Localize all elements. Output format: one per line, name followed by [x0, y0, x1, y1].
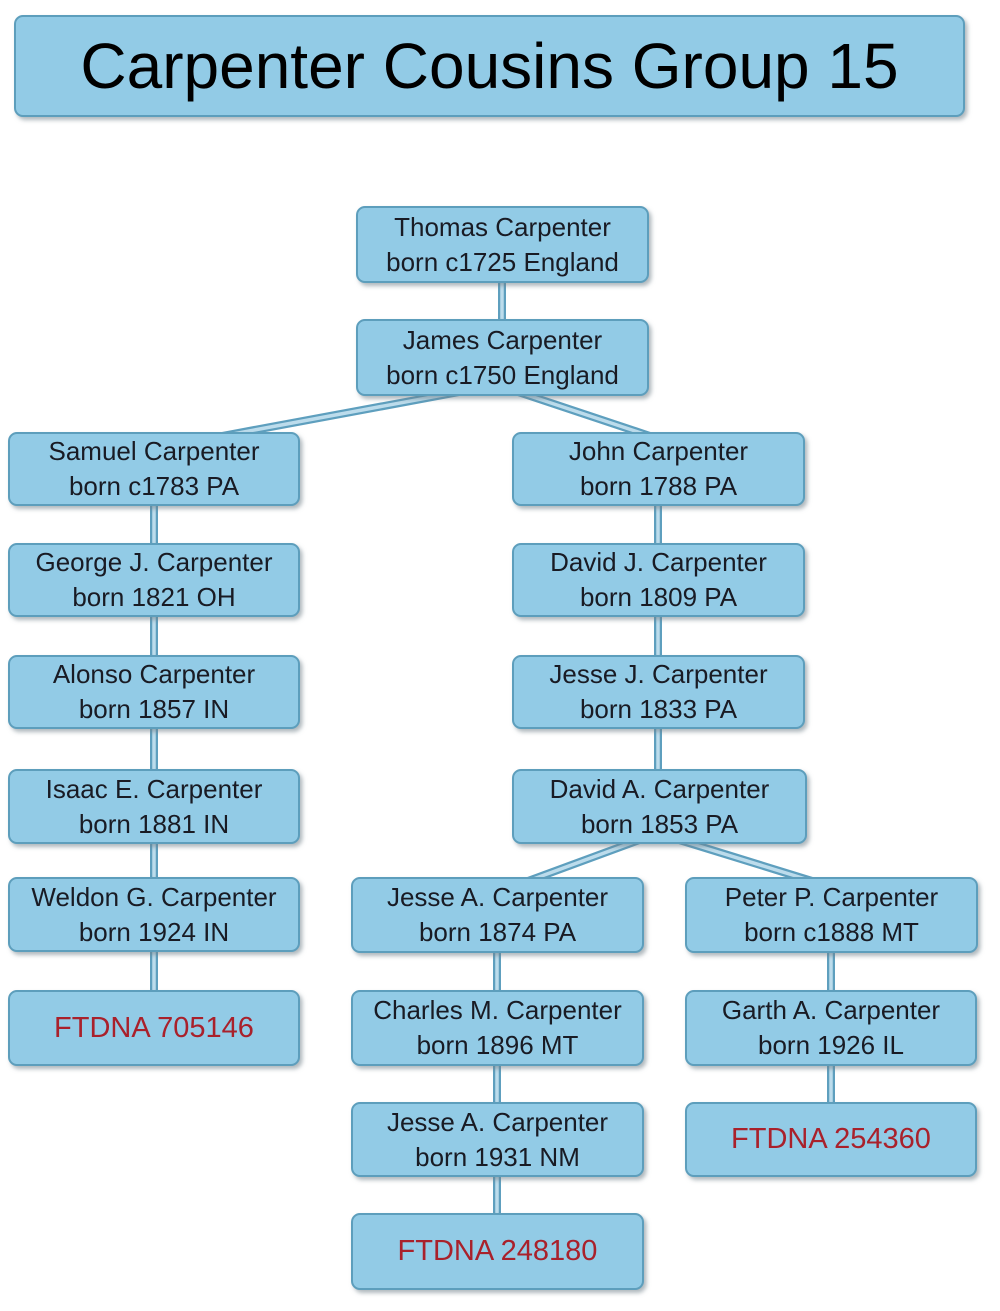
person-birth: born 1926 IL	[757, 1030, 904, 1060]
person-name: Samuel Carpenter	[48, 436, 260, 466]
person-birth: born 1809 PA	[579, 582, 738, 612]
person-name: Jesse A. Carpenter	[386, 882, 609, 912]
node-john-carpenter: John Carpenter born 1788 PA	[512, 432, 805, 506]
person-name: David J. Carpenter	[550, 547, 767, 577]
person-name: Peter P. Carpenter	[724, 882, 939, 912]
node-david-a-carpenter: David A. Carpenter born 1853 PA	[512, 769, 807, 844]
person-birth: born 1874 PA	[418, 917, 577, 947]
node-ftdna-248180: FTDNA 248180	[351, 1213, 644, 1290]
ftdna-kit-number: FTDNA 248180	[397, 1235, 598, 1267]
node-charles-m-carpenter: Charles M. Carpenter born 1896 MT	[351, 990, 644, 1066]
person-birth: born 1896 MT	[416, 1030, 579, 1060]
node-samuel-carpenter: Samuel Carpenter born c1783 PA	[8, 432, 300, 506]
person-name: David A. Carpenter	[549, 773, 770, 804]
node-thomas-carpenter: Thomas Carpenter born c1725 England	[356, 206, 649, 283]
person-name: Isaac E. Carpenter	[45, 773, 263, 804]
node-james-carpenter: James Carpenter born c1750 England	[356, 319, 649, 396]
person-name: Thomas Carpenter	[394, 211, 611, 242]
diagram-title: Carpenter Cousins Group 15	[14, 15, 965, 117]
connector-davida-peterp	[674, 835, 814, 885]
person-name: John Carpenter	[568, 436, 749, 466]
person-birth: born 1821 OH	[72, 582, 236, 612]
person-birth: born 1924 IN	[78, 916, 230, 947]
connector-davida-jessea1874	[526, 835, 644, 885]
person-birth: born 1833 PA	[579, 694, 738, 724]
connector-james-john	[510, 386, 652, 440]
node-david-j-carpenter: David J. Carpenter born 1809 PA	[512, 543, 805, 617]
diagram-title-text: Carpenter Cousins Group 15	[80, 30, 899, 102]
connector-james-samuel	[221, 386, 471, 440]
person-birth: born c1750 England	[386, 359, 619, 390]
person-birth: born 1853 PA	[580, 808, 739, 839]
node-ftdna-705146: FTDNA 705146	[8, 990, 300, 1066]
person-name: James Carpenter	[402, 324, 603, 355]
ftdna-kit-number: FTDNA 705146	[54, 1011, 254, 1044]
node-isaac-e-carpenter: Isaac E. Carpenter born 1881 IN	[8, 769, 300, 844]
node-ftdna-254360: FTDNA 254360	[685, 1102, 977, 1177]
person-birth: born c1725 England	[386, 246, 619, 277]
person-birth: born 1881 IN	[78, 808, 230, 839]
person-name: Charles M. Carpenter	[373, 995, 622, 1025]
person-birth: born 1857 IN	[78, 694, 230, 724]
person-name: Jesse J. Carpenter	[549, 659, 768, 689]
person-birth: born c1783 PA	[68, 471, 240, 501]
node-jesse-j-carpenter: Jesse J. Carpenter born 1833 PA	[512, 655, 805, 729]
person-name: George J. Carpenter	[35, 547, 273, 577]
person-name: Alonso Carpenter	[52, 659, 256, 689]
node-jesse-a-carpenter-1874: Jesse A. Carpenter born 1874 PA	[351, 877, 644, 953]
person-birth: born 1931 NM	[415, 1141, 580, 1172]
node-george-j-carpenter: George J. Carpenter born 1821 OH	[8, 543, 300, 617]
person-birth: born 1788 PA	[579, 471, 738, 501]
person-birth: born c1888 MT	[744, 917, 919, 947]
ftdna-kit-number: FTDNA 254360	[731, 1123, 931, 1155]
person-name: Garth A. Carpenter	[721, 995, 941, 1025]
node-peter-p-carpenter: Peter P. Carpenter born c1888 MT	[685, 877, 978, 953]
node-jesse-a-carpenter-1931: Jesse A. Carpenter born 1931 NM	[351, 1102, 644, 1177]
person-name: Weldon G. Carpenter	[31, 881, 277, 912]
node-weldon-g-carpenter: Weldon G. Carpenter born 1924 IN	[8, 877, 300, 952]
person-name: Jesse A. Carpenter	[386, 1106, 609, 1137]
node-alonso-carpenter: Alonso Carpenter born 1857 IN	[8, 655, 300, 729]
node-garth-a-carpenter: Garth A. Carpenter born 1926 IL	[685, 990, 977, 1066]
